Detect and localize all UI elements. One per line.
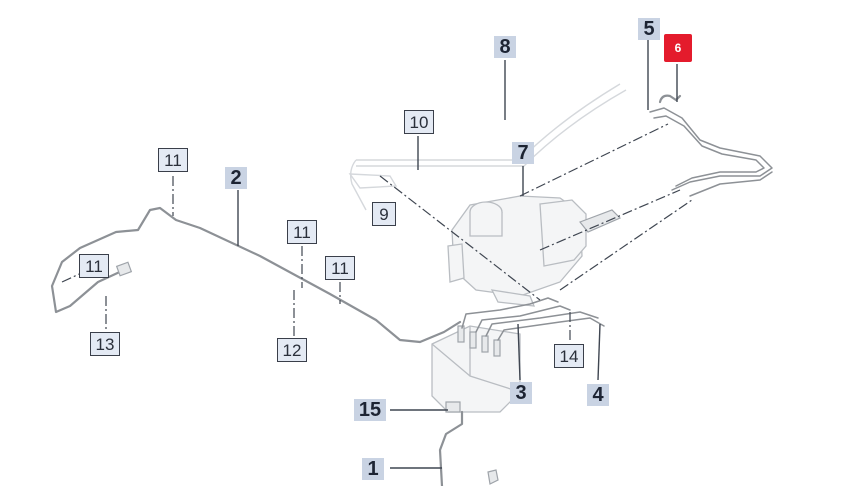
- callout-part-12[interactable]: 12: [277, 338, 307, 362]
- leader-lines: [237, 40, 678, 469]
- callout-part-14[interactable]: 14: [554, 344, 584, 368]
- callout-part-13[interactable]: 13: [90, 332, 120, 356]
- callout-part-3[interactable]: 3: [510, 382, 532, 404]
- callout-part-11[interactable]: 11: [325, 256, 355, 280]
- callout-part-6-selected[interactable]: 6: [664, 34, 692, 62]
- part-15-abs-unit[interactable]: [431, 325, 521, 413]
- part-6-hose[interactable]: [658, 94, 682, 104]
- callout-part-10[interactable]: 10: [404, 110, 434, 134]
- reference-lines: [61, 123, 693, 342]
- part-7-master-cylinder[interactable]: [447, 195, 622, 307]
- callout-part-8[interactable]: 8: [494, 36, 516, 58]
- callout-part-7[interactable]: 7: [512, 142, 534, 164]
- part-3-brake-line[interactable]: [461, 297, 571, 333]
- callout-part-11[interactable]: 11: [287, 220, 317, 244]
- callout-part-4[interactable]: 4: [587, 384, 609, 406]
- callout-part-11[interactable]: 11: [158, 148, 188, 172]
- callout-part-1[interactable]: 1: [362, 458, 384, 480]
- part-2-brake-line[interactable]: [50, 206, 462, 344]
- part-5-brake-line[interactable]: [649, 107, 773, 197]
- part-1-brake-line[interactable]: [438, 410, 499, 486]
- callout-part-9[interactable]: 9: [372, 202, 396, 226]
- part-8-brake-line[interactable]: [349, 83, 627, 211]
- part-4-brake-line[interactable]: [485, 311, 605, 341]
- callout-part-2[interactable]: 2: [225, 167, 247, 189]
- callout-part-5[interactable]: 5: [638, 18, 660, 40]
- callout-part-15[interactable]: 15: [354, 399, 386, 421]
- part-9-fitting[interactable]: [348, 173, 398, 189]
- callout-part-11[interactable]: 11: [79, 254, 109, 278]
